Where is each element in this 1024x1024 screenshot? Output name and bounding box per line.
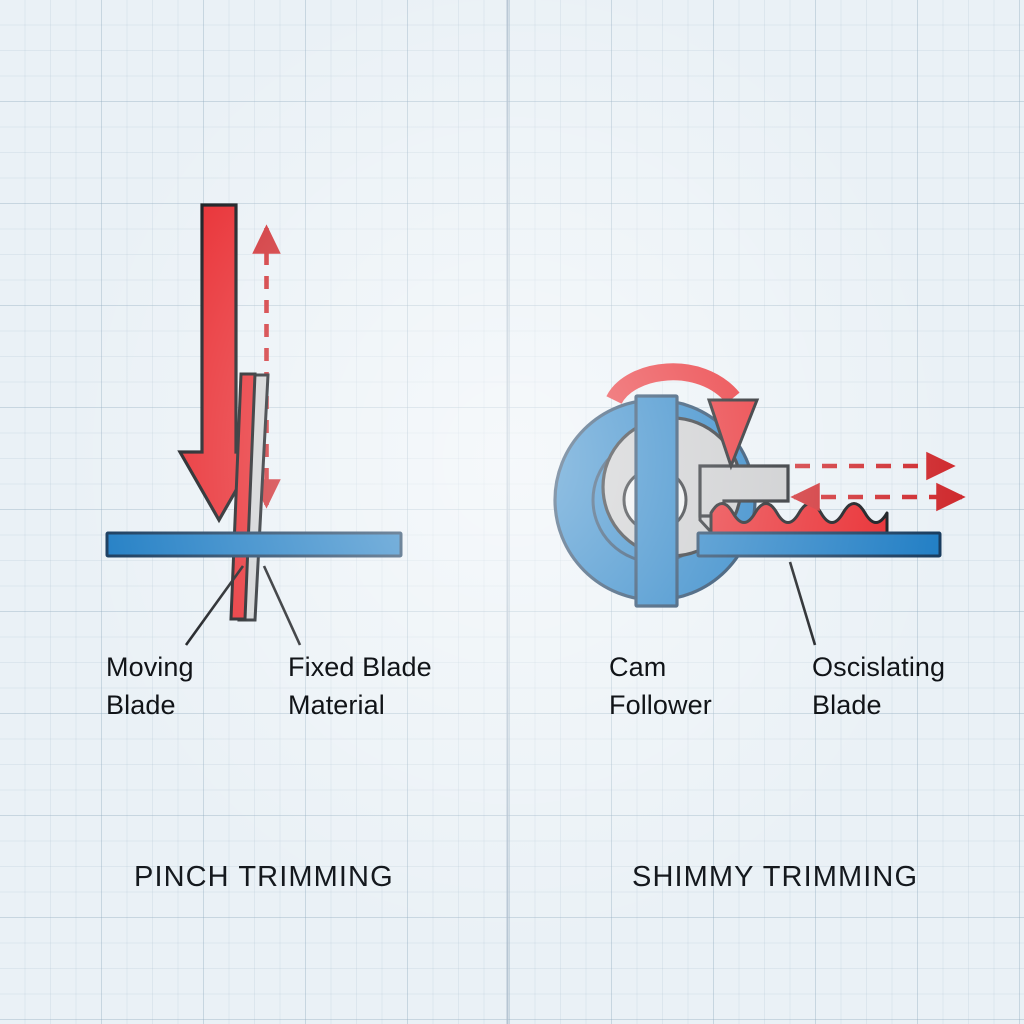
shimmy-trimming-illustration [553,363,966,646]
label-fixed-blade-material: Fixed Blade Material [288,652,432,721]
drive-bar [634,394,679,608]
leader-line-oscillating-blade [788,561,817,646]
caption-shimmy-trimming: SHIMMY TRIMMING [632,861,919,893]
label-moving-blade: Moving Blade [106,652,194,721]
leader-line-fixed-blade [262,565,302,646]
label-cam-follower: Cam Follower [609,652,712,721]
label-oscillating-blade: Oscislating Blade [812,652,946,721]
material-bar-right [696,531,942,558]
material-bar [105,531,403,558]
pinch-trimming-illustration [105,203,403,646]
caption-pinch-trimming: PINCH TRIMMING [134,861,394,893]
